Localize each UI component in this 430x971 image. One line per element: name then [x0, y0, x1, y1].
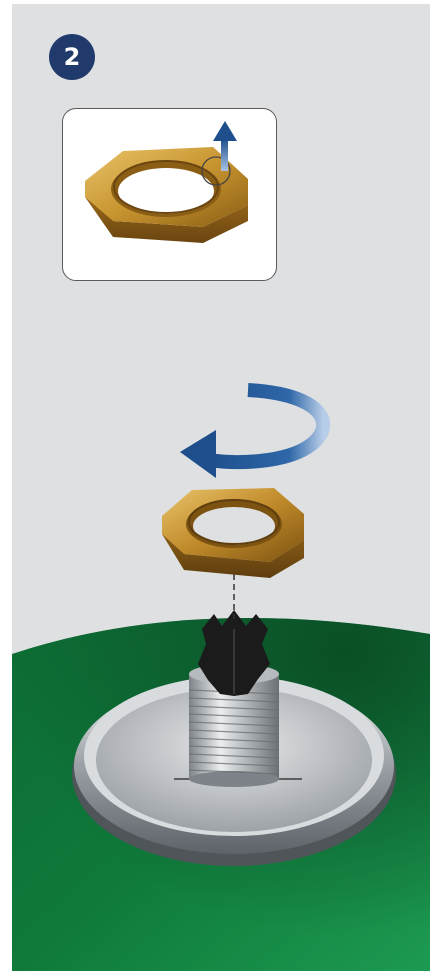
assembly-illustration: [12, 4, 430, 971]
hex-lock-nut: [162, 488, 304, 578]
counterclockwise-arrow-icon: [180, 390, 323, 478]
instruction-panel: 2: [12, 4, 430, 971]
